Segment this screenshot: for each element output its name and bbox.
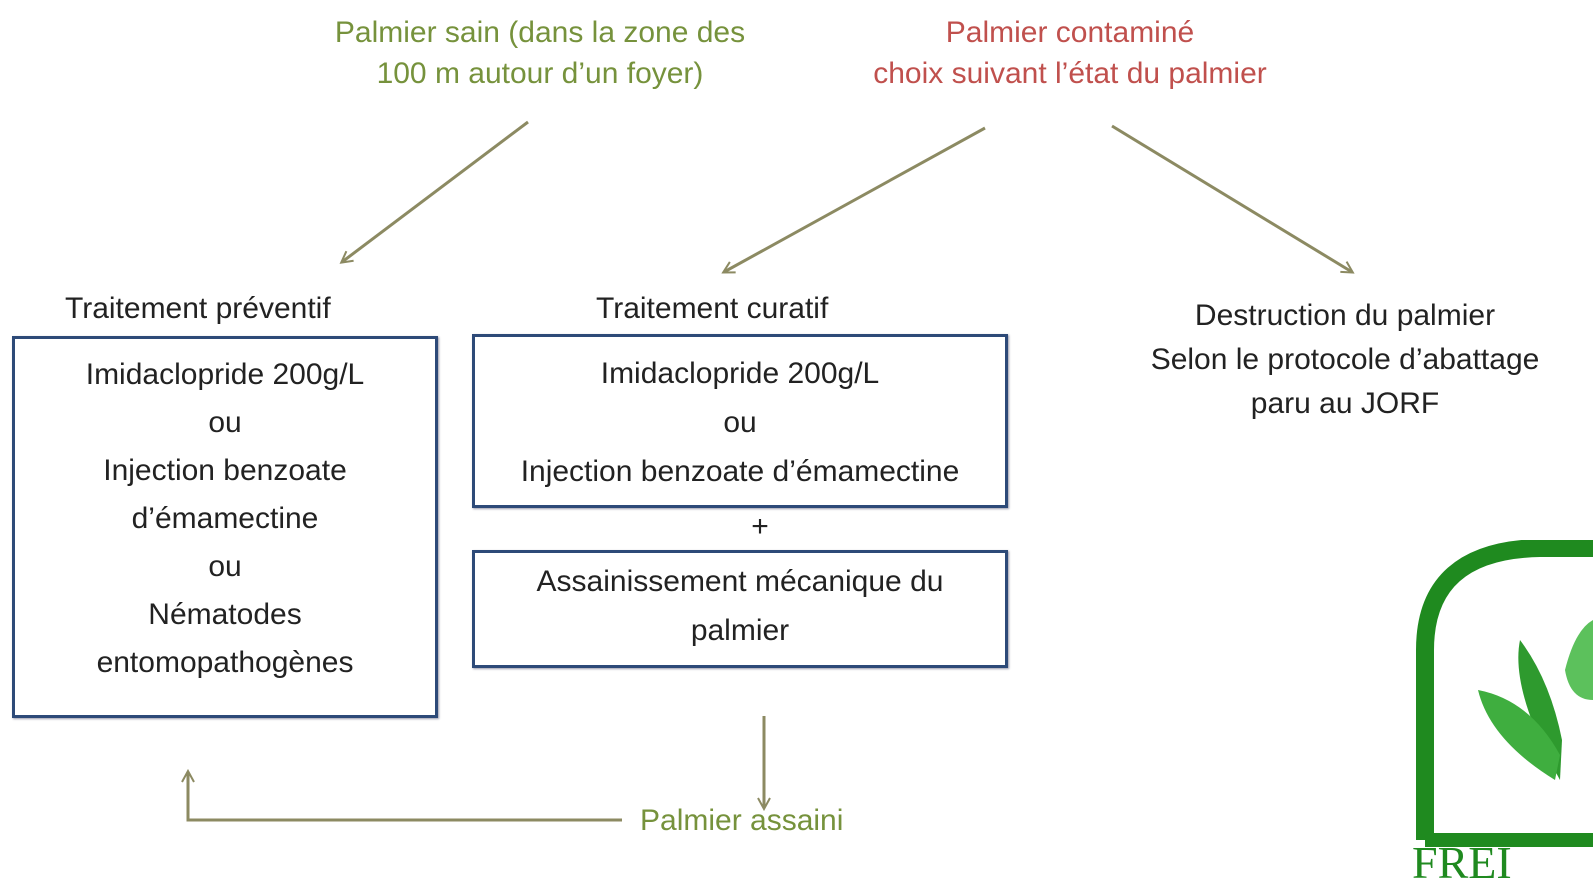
curative-options: Imidaclopride 200g/L ou Injection benzoa…	[475, 349, 1005, 496]
healthy-palm-line1: Palmier sain (dans la zone des	[334, 16, 746, 49]
destruction-line: Destruction du palmier	[1194, 299, 1496, 332]
contaminated-palm-label: Palmier contaminé choix suivant l’état d…	[830, 12, 1310, 95]
preventive-line: Imidaclopride 200g/L	[85, 358, 365, 391]
destruction-line: paru au JORF	[1250, 387, 1440, 420]
curative-line: Injection benzoate d’émamectine	[520, 455, 960, 488]
curative-line: ou	[723, 406, 757, 439]
sanitized-palm-label: Palmier assaini	[640, 804, 844, 837]
preventive-line: ou	[208, 550, 242, 583]
curative-heading: Traitement curatif	[596, 292, 829, 325]
destruction-text: Destruction du palmier Selon le protocol…	[1105, 294, 1585, 426]
preventive-line: Injection benzoate	[103, 454, 347, 487]
curative-line: Imidaclopride 200g/L	[600, 357, 880, 390]
destruction-line: Selon le protocole d’abattage	[1150, 343, 1540, 376]
healthy-palm-line2: 100 m autour d’un foyer)	[376, 57, 704, 91]
arrow-contaminated-to-curative	[724, 126, 986, 272]
plus-sign: +	[751, 510, 769, 543]
preventive-line: d’émamectine	[131, 502, 319, 535]
healthy-palm-label: Palmier sain (dans la zone des 100 m aut…	[300, 12, 780, 95]
logo-plant-icon: FREI	[1412, 540, 1593, 879]
sanitation-text: Assainissement mécanique du palmier	[475, 557, 1005, 655]
preventive-line: entomopathogènes	[96, 646, 354, 679]
preventive-line: ou	[208, 406, 242, 439]
logo-text: FREI	[1412, 837, 1512, 879]
preventive-options: Imidaclopride 200g/L ou Injection benzoa…	[15, 351, 435, 687]
preventive-heading: Traitement préventif	[65, 292, 331, 325]
preventive-box: Imidaclopride 200g/L ou Injection benzoa…	[12, 336, 438, 718]
arrow-sanitized-to-preventive	[188, 772, 622, 822]
sanitation-line: palmier	[690, 614, 790, 647]
sanitation-line: Assainissement mécanique du	[536, 565, 944, 598]
curative-box: Imidaclopride 200g/L ou Injection benzoa…	[472, 334, 1008, 508]
arrow-contaminated-to-destruction	[1111, 124, 1352, 272]
contaminated-palm-line1: Palmier contaminé	[945, 16, 1195, 49]
preventive-line: Nématodes	[148, 598, 302, 631]
arrow-healthy-to-preventive	[342, 120, 529, 262]
contaminated-palm-line2: choix suivant l’état du palmier	[873, 57, 1267, 91]
sanitation-box: Assainissement mécanique du palmier	[472, 550, 1008, 668]
